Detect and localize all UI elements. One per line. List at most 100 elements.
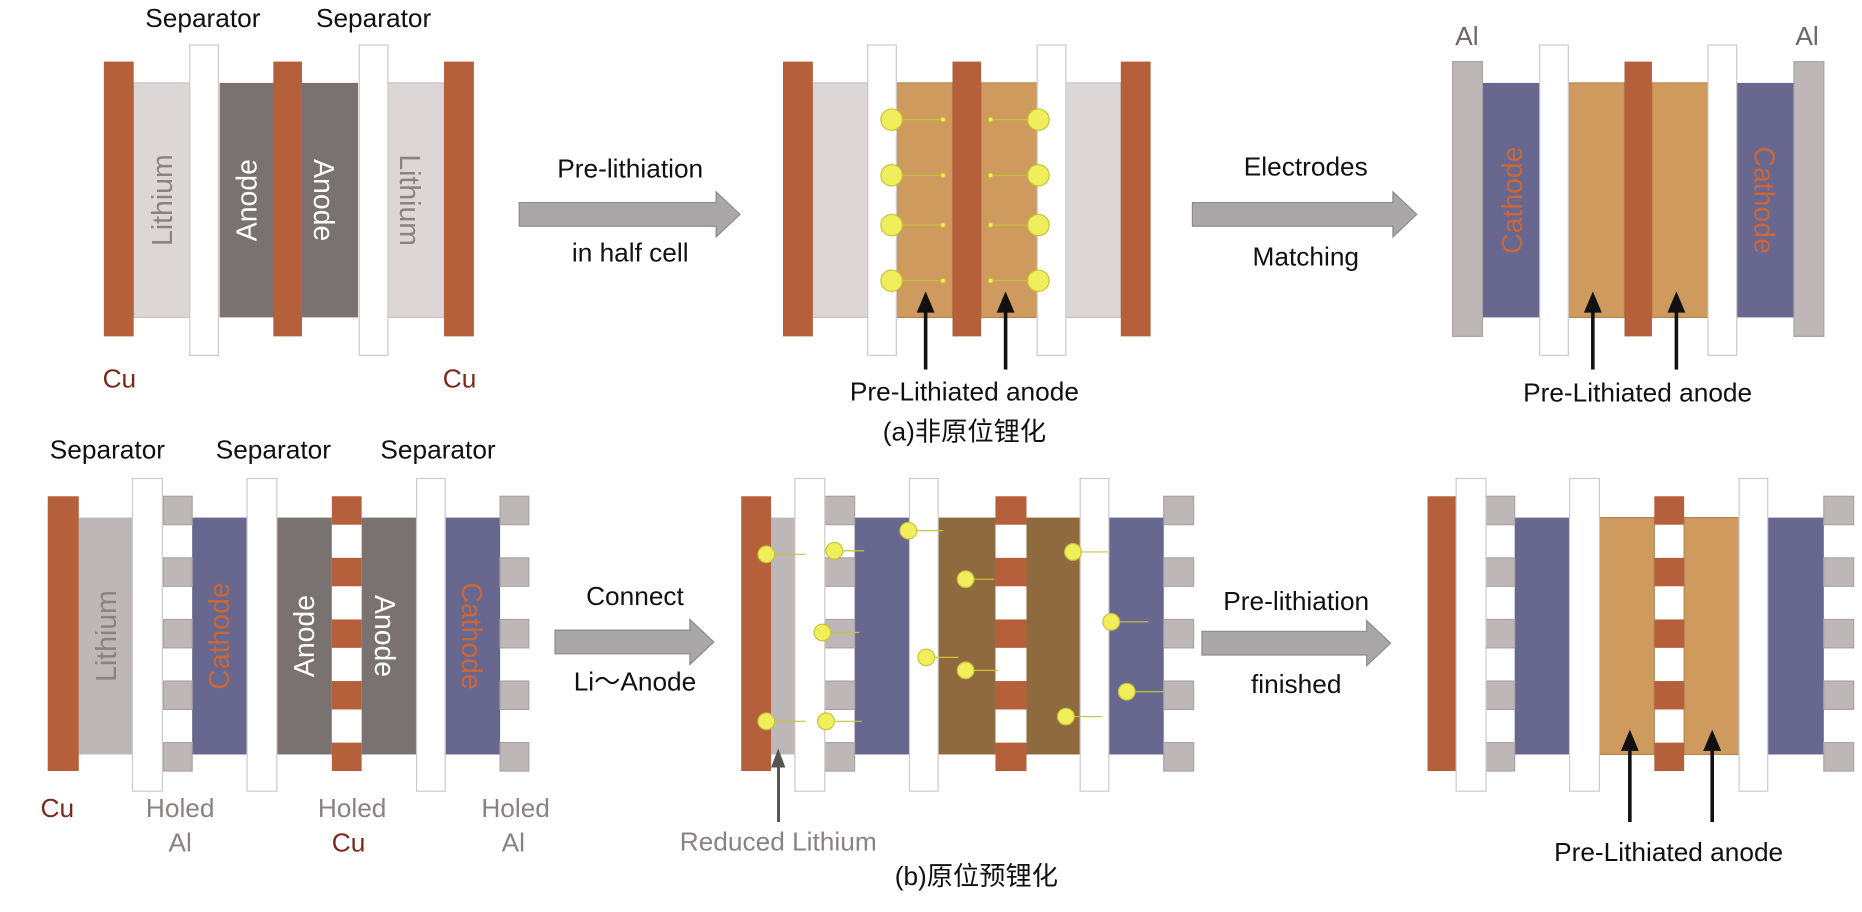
pointer-arrow [1667, 291, 1686, 370]
li-ion [825, 541, 865, 560]
arrow-label-top: Pre-lithiation [557, 154, 703, 184]
li-ion [956, 661, 998, 680]
panel-b-cell-connected: Reduced Lithium (b)原位预锂化 [680, 477, 1195, 891]
holed-copper-foil [995, 496, 1027, 772]
reduced-lithium-layer [771, 517, 795, 755]
arrow-label-bottom: in half cell [572, 238, 689, 268]
prelithiated-anode-label: Pre-Lithiated anode [1523, 378, 1752, 408]
cathode-layer [1108, 517, 1164, 755]
holed-aluminum-foil [1163, 495, 1195, 772]
right-arrow-icon [1201, 619, 1392, 668]
arrow-label-top: Pre-lithiation [1223, 586, 1369, 616]
right-arrow-icon [1191, 190, 1418, 239]
layer-label: Anode [307, 159, 339, 241]
separator-label: Separator [50, 434, 166, 464]
copper-foil [1624, 61, 1652, 337]
arrow-label-bottom: Matching [1253, 241, 1359, 271]
cathode-layer [192, 517, 248, 755]
separator [867, 44, 897, 356]
separator [246, 477, 278, 792]
collector-label: Cu [443, 363, 477, 393]
reduced-lithium-label: Reduced Lithium [680, 827, 877, 857]
li-ion [956, 570, 995, 589]
copper-foil [444, 61, 474, 337]
li-ion-row [880, 164, 1050, 187]
prelithiated-anode-layer [1598, 516, 1655, 756]
collector-label: Cu [103, 363, 137, 393]
holed-aluminum-foil [1485, 495, 1516, 772]
separator-label: Separator [316, 3, 432, 33]
right-arrow-icon [554, 618, 715, 666]
holed-copper-foil [331, 496, 362, 772]
li-ion-row [880, 269, 1050, 292]
panel-a-caption: (a)非原位锂化 [883, 417, 1046, 447]
panel-a: Separator Separator Lithium Anode Anode … [103, 3, 1825, 447]
cathode-layer [445, 517, 501, 755]
prelithiated-anode-layer [1567, 82, 1626, 319]
anode-layer [219, 82, 275, 318]
anode-layer [276, 517, 332, 755]
arrow-label-top: Electrodes [1244, 151, 1368, 181]
li-ion-row [880, 108, 1050, 131]
separator [131, 477, 163, 792]
pointer-arrow [1583, 291, 1602, 370]
separator [189, 44, 220, 356]
li-ion [899, 521, 943, 540]
layer-label: Lithium [393, 154, 425, 246]
lithium-ions [757, 521, 1164, 731]
copper-foil [952, 61, 982, 337]
li-ion [817, 712, 862, 731]
process-arrow: Pre-lithiation in half cell [518, 154, 741, 268]
collector-label: Cu [332, 828, 366, 858]
process-arrow: Electrodes Matching [1191, 151, 1418, 271]
li-ion [1064, 543, 1108, 561]
holed-aluminum-foil [1823, 495, 1855, 772]
aluminum-foil [1793, 60, 1825, 337]
li-ion [917, 648, 959, 667]
collector-label: Holed [318, 793, 387, 823]
cathode-layer [1767, 517, 1824, 755]
copper-foil [47, 496, 79, 772]
li-ion [1102, 612, 1149, 631]
separator [1738, 477, 1769, 792]
separator-label: Separator [380, 434, 496, 464]
panel-a-cell-halfcell: Pre-Lithiated anode (a)非原位锂化 [782, 44, 1151, 447]
lithium-layer [812, 82, 869, 319]
pointer-arrow [996, 291, 1015, 370]
separator [1455, 477, 1487, 792]
layer-label: Lithium [147, 154, 179, 246]
panel-a-cell-full: Al Al Cathode Cathode Pre-Lithiated anod… [1452, 21, 1825, 408]
process-arrow: Connect Li～Anode [554, 581, 715, 697]
collector-label: Al [1795, 21, 1818, 51]
layer-label: Cathode [1497, 146, 1529, 253]
li-ion [1117, 682, 1164, 701]
holed-aluminum-foil [162, 495, 193, 772]
right-arrow-icon [518, 190, 741, 239]
collector-label: Al [169, 828, 192, 858]
collector-label: Holed [146, 793, 215, 823]
cathode-layer [1482, 82, 1540, 318]
panel-b-cell-initial: Separator Separator Separator Lithium Ca… [41, 434, 550, 857]
collector-label: Cu [41, 793, 75, 823]
pointer-arrow [771, 748, 786, 822]
li-ion [1056, 707, 1102, 726]
lithium-layer [1065, 82, 1122, 319]
cathode-layer [1514, 517, 1570, 755]
copper-foil [103, 61, 134, 337]
arrow-label-bottom: Li～Anode [574, 667, 697, 697]
separator [1079, 477, 1110, 792]
prelithiated-anode-layer [938, 517, 996, 755]
layer-label: Cathode [455, 582, 487, 689]
panel-b-cell-finished: Pre-Lithiated anode [1427, 477, 1855, 867]
cathode-layer [854, 517, 910, 755]
panel-a-cell-initial: Separator Separator Lithium Anode Anode … [103, 3, 477, 393]
li-ion-row [880, 213, 1050, 237]
pointer-arrow [916, 291, 935, 370]
collector-label: Al [1455, 21, 1478, 51]
separator-label: Separator [216, 434, 332, 464]
collector-label: Al [502, 828, 525, 858]
holed-aluminum-foil [499, 495, 530, 772]
panel-b: Separator Separator Separator Lithium Ca… [41, 434, 1855, 891]
panel-b-caption: (b)原位预锂化 [895, 861, 1058, 891]
